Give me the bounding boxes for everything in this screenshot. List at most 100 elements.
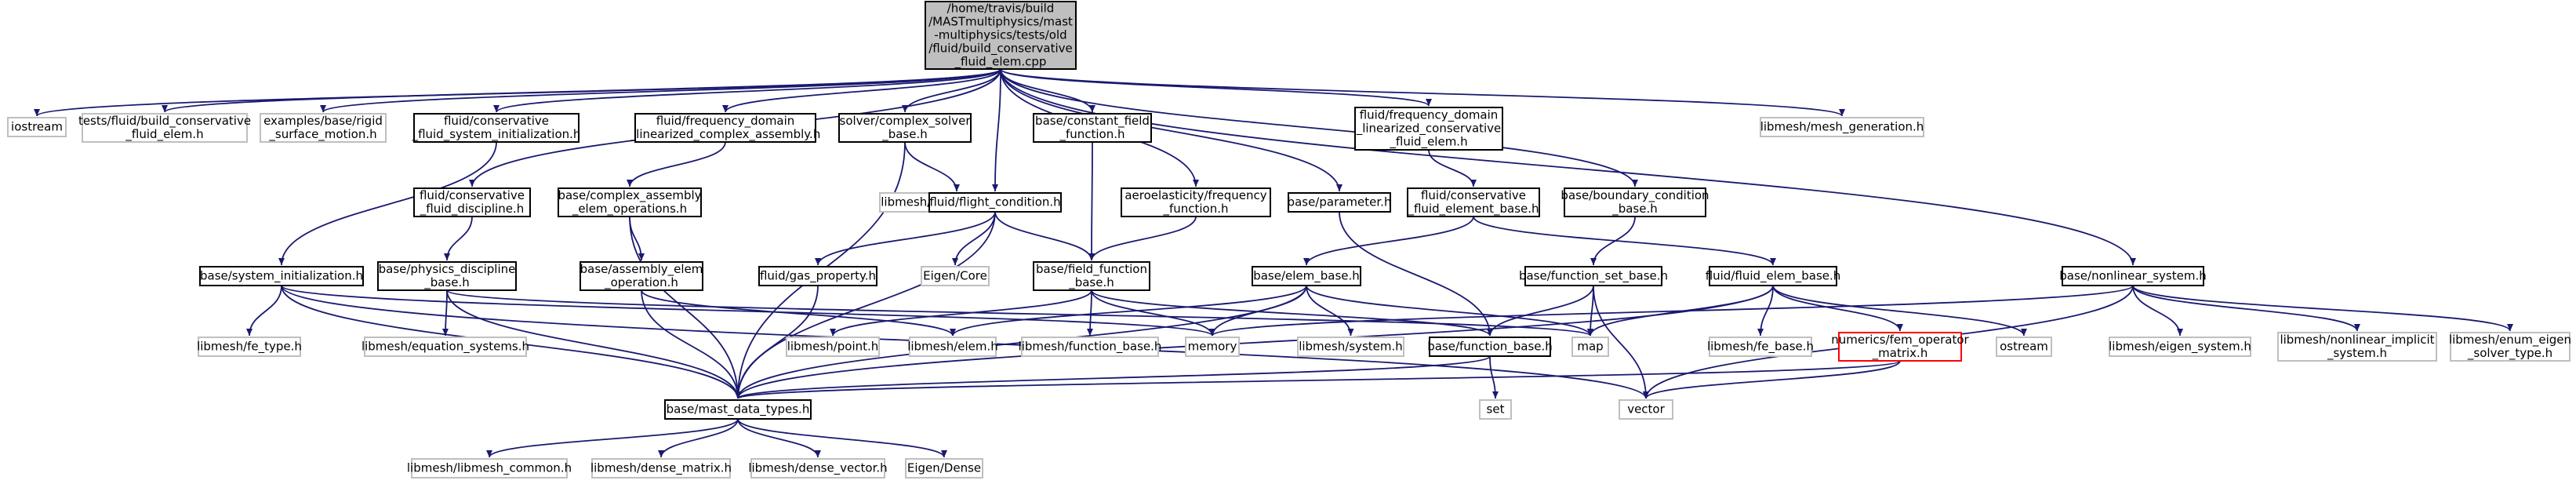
- node-box-ostream[interactable]: [1996, 337, 2052, 357]
- node-box-iostream[interactable]: [7, 117, 67, 137]
- node-function_sb[interactable]: base/function_set_base.h: [1519, 266, 1668, 286]
- node-elem_base[interactable]: base/elem_base.h: [1252, 266, 1361, 286]
- node-box-function_base[interactable]: [1429, 337, 1551, 357]
- node-box-lm_elem[interactable]: [909, 337, 997, 357]
- node-lm_function_base[interactable]: libmesh/function_base.h: [1019, 337, 1162, 357]
- node-box-nonlinear_sys[interactable]: [2062, 266, 2204, 286]
- node-fluid_cfd[interactable]: fluid/conservative_fluid_discipline.h: [413, 187, 531, 217]
- node-box-fd_lcfe[interactable]: [1354, 107, 1503, 151]
- node-box-fluid_ceb[interactable]: [1407, 187, 1540, 217]
- node-box-eigen_system[interactable]: [2109, 337, 2251, 357]
- node-fe_base[interactable]: libmesh/fe_base.h: [1707, 337, 1814, 357]
- node-flight_cond[interactable]: fluid/flight_condition.h: [928, 192, 1062, 213]
- node-aero_ff[interactable]: aeroelasticity/frequency_function.h: [1121, 187, 1271, 217]
- node-box-tests_bcfe[interactable]: [82, 113, 248, 143]
- node-parameter[interactable]: base/parameter.h: [1288, 192, 1392, 213]
- node-gas_prop[interactable]: fluid/gas_property.h: [758, 266, 877, 286]
- node-box-fluid_cfd[interactable]: [413, 187, 531, 217]
- node-box-set[interactable]: [1479, 399, 1512, 420]
- node-equation_sys[interactable]: libmesh/equation_systems.h: [362, 337, 529, 357]
- node-box-fem_operator[interactable]: [1838, 332, 1962, 362]
- node-box-equation_sys[interactable]: [364, 337, 527, 357]
- node-box-boundary_cb[interactable]: [1564, 187, 1706, 217]
- node-box-eigen_core[interactable]: [921, 266, 990, 286]
- node-nonlinear_sys[interactable]: base/nonlinear_system.h: [2059, 266, 2207, 286]
- node-nonlinear_implicit[interactable]: libmesh/nonlinear_implicit_system.h: [2277, 332, 2437, 362]
- node-system_init[interactable]: base/system_initialization.h: [199, 266, 364, 286]
- node-box-lm_system[interactable]: [1297, 337, 1404, 357]
- node-box-assembly_eo[interactable]: [580, 261, 703, 291]
- node-root[interactable]: /home/travis/build/MASTmultiphysics/mast…: [925, 1, 1077, 70]
- node-iostream[interactable]: iostream: [7, 117, 67, 137]
- node-fluid_csi[interactable]: fluid/conservative_fluid_system_initiali…: [412, 113, 581, 143]
- node-fluid_eb[interactable]: fluid/fluid_elem_base.h: [1706, 266, 1841, 286]
- node-box-enum_eigen[interactable]: [2450, 332, 2571, 362]
- node-box-dense_vector[interactable]: [750, 458, 885, 479]
- node-box-field_fb[interactable]: [1033, 261, 1150, 291]
- node-box-examples_rigid[interactable]: [260, 113, 387, 143]
- node-vector[interactable]: vector: [1619, 399, 1673, 420]
- node-function_base[interactable]: base/function_base.h: [1427, 337, 1553, 357]
- node-point[interactable]: libmesh/point.h: [786, 337, 880, 357]
- node-ostream[interactable]: ostream: [1996, 337, 2052, 357]
- node-tests_bcfe[interactable]: tests/fluid/build_conservative_fluid_ele…: [78, 113, 251, 143]
- node-mesh_gen[interactable]: libmesh/mesh_generation.h: [1760, 117, 1924, 137]
- node-box-point[interactable]: [786, 337, 880, 357]
- node-box-function_sb[interactable]: [1524, 266, 1662, 286]
- node-fe_type[interactable]: libmesh/fe_type.h: [197, 337, 302, 357]
- node-boundary_cb[interactable]: base/boundary_condition_base.h: [1560, 187, 1709, 217]
- node-memory[interactable]: memory: [1185, 337, 1240, 357]
- node-fd_lca[interactable]: fluid/frequency_domain_linearized_comple…: [630, 113, 821, 143]
- node-box-lm_function_base[interactable]: [1021, 337, 1159, 357]
- node-constant_ff[interactable]: base/constant_field_function.h: [1033, 113, 1152, 143]
- node-label-eigen_system: libmesh/eigen_system.h: [2109, 340, 2251, 355]
- node-examples_rigid[interactable]: examples/base/rigid_surface_motion.h: [260, 113, 387, 143]
- node-mast_data_types[interactable]: base/mast_data_types.h: [664, 399, 812, 420]
- node-box-fe_base[interactable]: [1709, 337, 1812, 357]
- node-solver_csb[interactable]: solver/complex_solver_base.h: [838, 113, 972, 143]
- node-label-complex_aeo: base/complex_assembly: [558, 188, 701, 203]
- node-eigen_dense[interactable]: Eigen/Dense: [905, 458, 983, 479]
- node-fem_operator[interactable]: numerics/fem_operator_matrix.h: [1831, 332, 1970, 362]
- node-ibmesh_common[interactable]: libmesh/libmesh_common.h: [407, 458, 572, 479]
- node-box-root[interactable]: [925, 1, 1077, 70]
- node-box-map[interactable]: [1571, 337, 1609, 357]
- node-physics_db[interactable]: base/physics_discipline_base.h: [377, 261, 517, 291]
- node-box-elem_base[interactable]: [1252, 266, 1361, 286]
- node-eigen_system[interactable]: libmesh/eigen_system.h: [2109, 337, 2251, 357]
- node-box-complex_aeo[interactable]: [558, 187, 702, 217]
- node-dense_vector[interactable]: libmesh/dense_vector.h: [748, 458, 888, 479]
- node-box-vector[interactable]: [1619, 399, 1673, 420]
- node-fluid_ceb[interactable]: fluid/conservative_fluid_element_base.h: [1407, 187, 1540, 217]
- node-box-memory[interactable]: [1185, 337, 1240, 357]
- node-dense_matrix[interactable]: libmesh/dense_matrix.h: [590, 458, 732, 479]
- node-set[interactable]: set: [1479, 399, 1512, 420]
- node-box-ibmesh_common[interactable]: [411, 458, 568, 479]
- node-complex_aeo[interactable]: base/complex_assembly_elem_operations.h: [558, 187, 702, 217]
- node-box-parameter[interactable]: [1288, 192, 1391, 213]
- node-lm_system[interactable]: libmesh/system.h: [1297, 337, 1404, 357]
- node-box-eigen_dense[interactable]: [905, 458, 983, 479]
- node-box-system_init[interactable]: [199, 266, 364, 286]
- node-box-fe_type[interactable]: [198, 337, 301, 357]
- node-box-aero_ff[interactable]: [1121, 187, 1271, 217]
- node-box-gas_prop[interactable]: [758, 266, 877, 286]
- node-box-solver_csb[interactable]: [838, 113, 972, 143]
- node-eigen_core[interactable]: Eigen/Core: [921, 266, 990, 286]
- node-box-physics_db[interactable]: [377, 261, 517, 291]
- node-box-constant_ff[interactable]: [1033, 113, 1152, 143]
- node-box-fluid_eb[interactable]: [1709, 266, 1837, 286]
- node-box-dense_matrix[interactable]: [591, 458, 731, 479]
- node-box-nonlinear_implicit[interactable]: [2277, 332, 2437, 362]
- node-box-flight_cond[interactable]: [928, 192, 1062, 213]
- node-box-fluid_csi[interactable]: [413, 113, 580, 143]
- node-box-mast_data_types[interactable]: [664, 399, 812, 420]
- node-lm_elem[interactable]: libmesh/elem.h: [907, 337, 998, 357]
- node-box-mesh_gen[interactable]: [1760, 117, 1924, 137]
- node-enum_eigen[interactable]: libmesh/enum_eigen_solver_type.h: [2449, 332, 2571, 362]
- node-map[interactable]: map: [1571, 337, 1609, 357]
- node-assembly_eo[interactable]: base/assembly_elem_operation.h: [580, 261, 703, 291]
- node-field_fb[interactable]: base/field_function_base.h: [1033, 261, 1150, 291]
- node-box-fd_lca[interactable]: [634, 113, 816, 143]
- node-fd_lcfe[interactable]: fluid/frequency_domain_linearized_conser…: [1354, 107, 1503, 151]
